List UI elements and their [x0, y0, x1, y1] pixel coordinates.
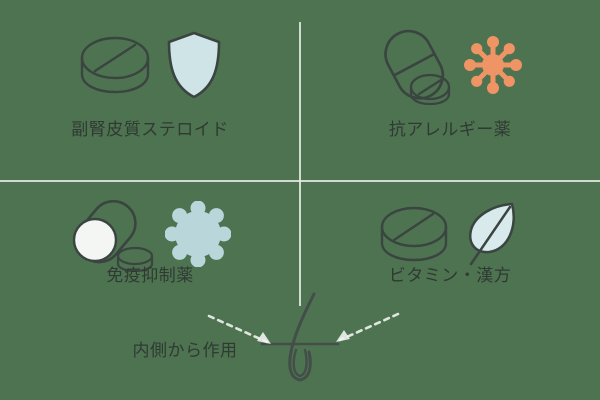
quadrant-immunosuppressant: 免疫抑制薬	[0, 181, 300, 361]
center-caption: 内側から作用	[132, 341, 238, 361]
tablet-scored-icon	[80, 36, 150, 94]
leaf-icon	[469, 202, 515, 266]
quadrant-label-antiallergy: 抗アレルギー薬	[388, 120, 512, 140]
tablet-small-icon	[409, 73, 451, 105]
capsule-white-tablet-icon	[72, 199, 154, 272]
tablet-small-icon	[116, 246, 154, 272]
dashed-arrow-right-icon	[207, 314, 271, 344]
vertical-divider	[299, 22, 301, 306]
pollen-burst-icon	[464, 36, 522, 94]
quadrant-label-corticosteroid: 副腎皮質ステロイド	[71, 120, 229, 140]
quadrant-label-immunosuppressant: 免疫抑制薬	[106, 266, 194, 286]
dashed-arrow-left-icon	[336, 312, 400, 342]
icon-row-bottom-left	[0, 191, 300, 277]
quadrant-antiallergy: 抗アレルギー薬	[300, 0, 600, 180]
quadrant-label-vitamin-kampo: ビタミン・漢方	[388, 266, 512, 286]
shield-icon	[167, 31, 221, 99]
icon-row-top-right	[300, 22, 600, 108]
virus-cell-icon	[165, 201, 231, 267]
icon-row-top-left	[0, 22, 300, 108]
quadrant-corticosteroid: 副腎皮質ステロイド	[0, 0, 300, 180]
hair-follicle-icon	[260, 292, 340, 382]
icon-row-bottom-right	[300, 191, 600, 277]
tablet-scored-icon	[380, 206, 448, 262]
quadrant-vitamin-kampo: ビタミン・漢方	[300, 181, 600, 361]
capsule-group-icon	[384, 29, 451, 105]
horizontal-divider	[0, 180, 600, 182]
